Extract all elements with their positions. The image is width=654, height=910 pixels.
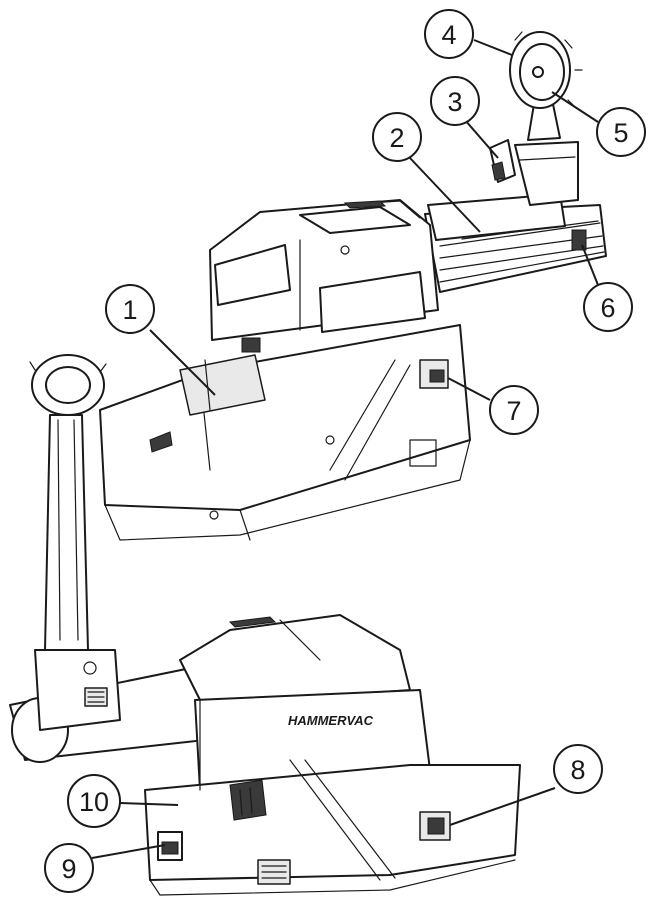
- callout-label: 8: [570, 755, 585, 785]
- callout-9: 9: [44, 843, 94, 893]
- callout-1: 1: [105, 284, 155, 334]
- bottom-body: HAMMERVAC: [144, 614, 521, 896]
- latch: [489, 139, 516, 183]
- brand-label: HAMMERVAC: [288, 713, 374, 728]
- top-unit: [99, 31, 607, 541]
- suction-tube: [427, 141, 579, 241]
- callout-label: 7: [506, 396, 521, 426]
- callout-6: 6: [583, 282, 633, 332]
- callout-8: 8: [553, 744, 603, 794]
- callout-label: 4: [441, 20, 456, 50]
- callout-label: 3: [447, 87, 462, 117]
- callout-7: 7: [489, 385, 539, 435]
- leader-lines: [91, 39, 599, 859]
- front-ring: [29, 354, 107, 651]
- callout-2: 2: [372, 112, 422, 162]
- callout-label: 5: [613, 118, 628, 148]
- callout-5: 5: [596, 107, 646, 157]
- callout-4: 4: [424, 9, 474, 59]
- main-body: [99, 199, 471, 541]
- callout-label: 6: [600, 293, 615, 323]
- dust-cap: [509, 31, 583, 141]
- callout-3: 3: [430, 76, 480, 126]
- callout-10: 10: [67, 774, 121, 828]
- callout-label: 10: [79, 787, 109, 817]
- callout-label: 1: [122, 295, 137, 325]
- callout-label: 9: [61, 854, 76, 884]
- bottom-unit: HAMMERVAC: [9, 354, 521, 896]
- callout-label: 2: [389, 123, 404, 153]
